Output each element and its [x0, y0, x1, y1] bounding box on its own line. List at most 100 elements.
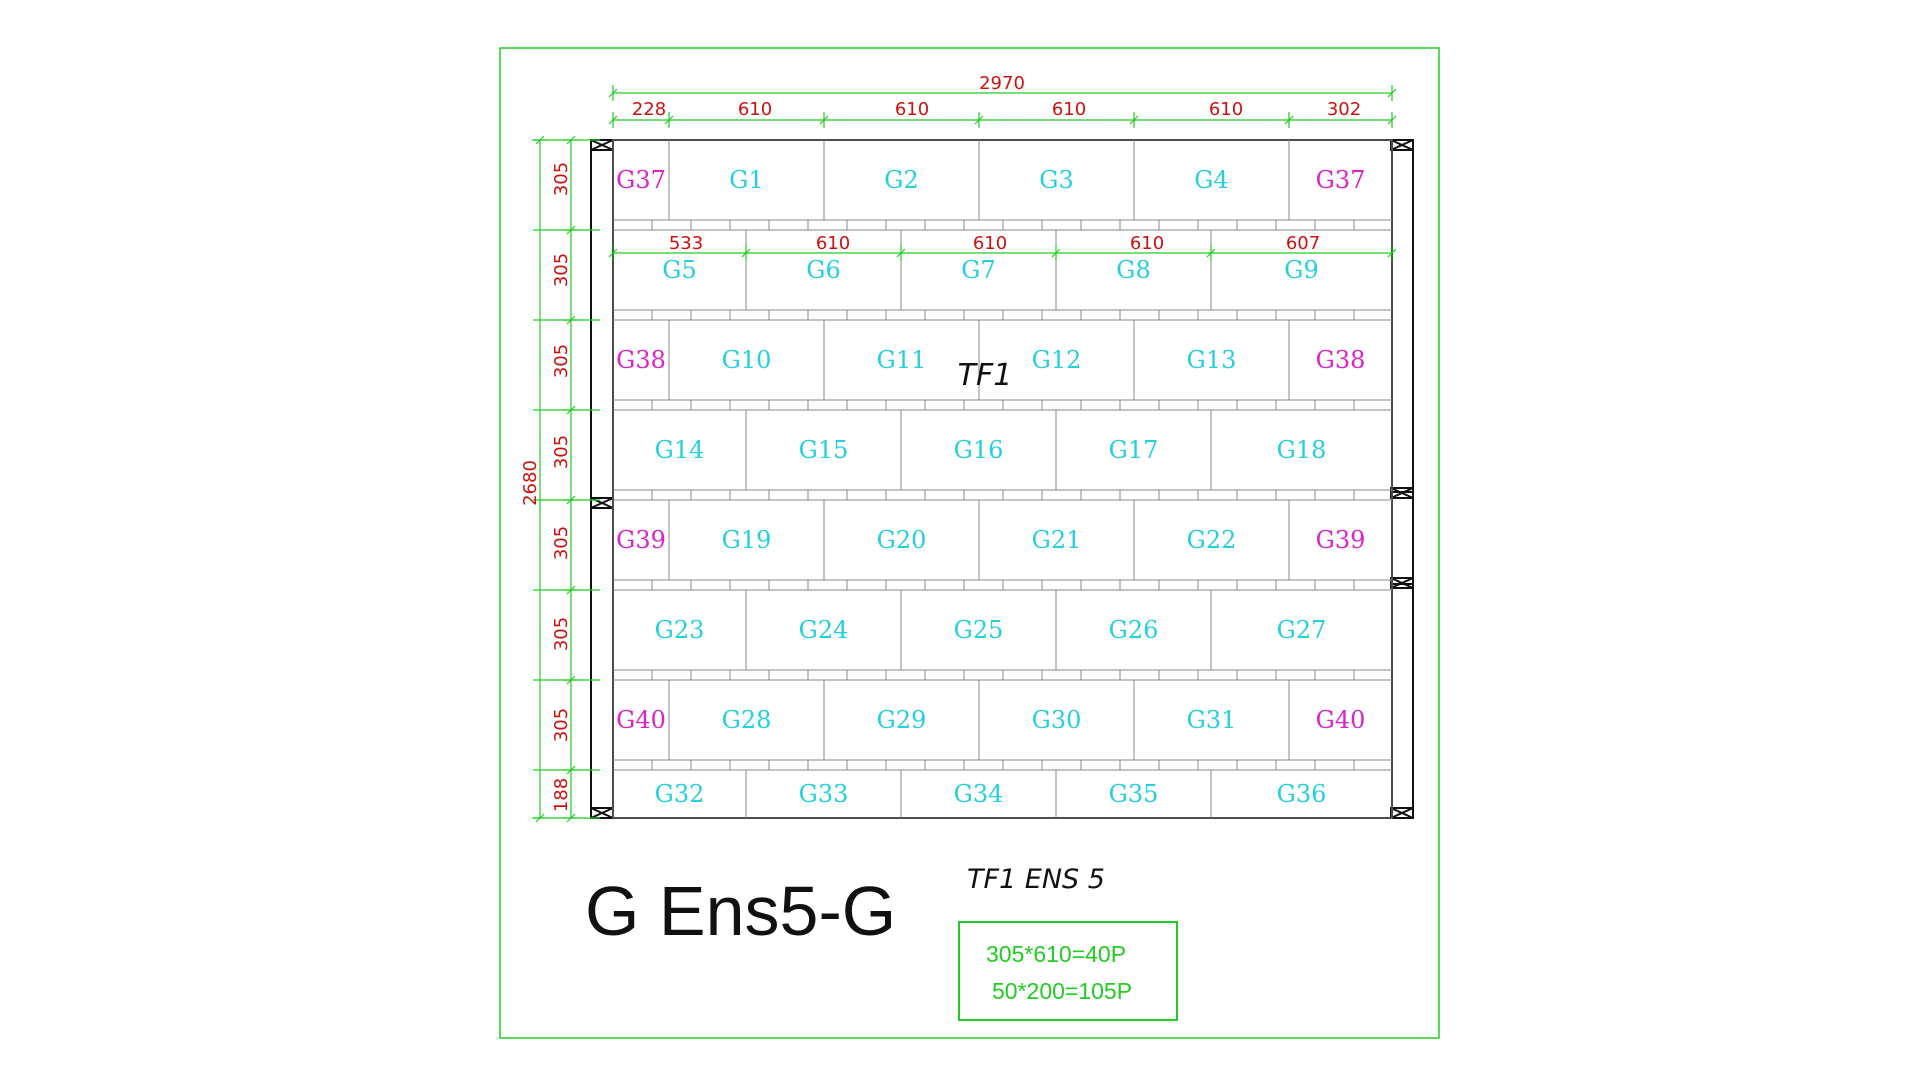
row2-dimension-3: 610 — [973, 233, 1007, 254]
small-tile — [963, 219, 1004, 231]
post-marker — [590, 139, 614, 151]
row2-dimension-2: 610 — [816, 233, 850, 254]
tile-label: G18 — [1277, 436, 1327, 464]
small-tile — [1119, 759, 1160, 771]
small-tile — [690, 309, 731, 321]
small-tile — [1158, 759, 1199, 771]
small-tile — [807, 219, 848, 231]
tile: G24 — [745, 589, 902, 671]
tile: G35 — [1055, 769, 1212, 819]
tile: G30 — [978, 679, 1135, 761]
dimension-tick-slash — [741, 248, 751, 258]
small-tile — [846, 219, 887, 231]
dimension-tick-slash — [664, 115, 674, 125]
tile-label: G21 — [1032, 526, 1082, 554]
tile: G14 — [612, 409, 747, 491]
tile: G39 — [612, 499, 670, 581]
area-label: TF1 — [958, 358, 1013, 393]
small-tile — [768, 309, 809, 321]
small-tile — [924, 399, 965, 411]
small-tile — [1314, 489, 1355, 501]
tile: G9 — [1210, 229, 1393, 311]
top-dimension-4: 610 — [1052, 99, 1086, 120]
tile-label: G34 — [954, 780, 1004, 808]
left-dimension-1: 305 — [551, 162, 572, 196]
small-tile — [1158, 219, 1199, 231]
tile-label: G39 — [1316, 526, 1366, 554]
small-tile — [690, 579, 731, 591]
small-tile — [924, 759, 965, 771]
tile-label: G23 — [655, 616, 705, 644]
small-tile — [846, 669, 887, 681]
small-tile — [807, 669, 848, 681]
tile-label: G19 — [722, 526, 772, 554]
small-tile — [1158, 489, 1199, 501]
small-tile — [768, 219, 809, 231]
small-tile — [729, 219, 770, 231]
small-tile — [1080, 309, 1121, 321]
small-tile — [729, 489, 770, 501]
small-tile — [1197, 309, 1238, 321]
tile-label: G29 — [877, 706, 927, 734]
small-tile — [651, 309, 692, 321]
post-marker — [1390, 807, 1414, 819]
tile: G34 — [900, 769, 1057, 819]
small-tile — [1041, 309, 1082, 321]
tile-label: G1 — [729, 166, 763, 194]
small-tile — [1275, 759, 1316, 771]
small-tile — [1197, 759, 1238, 771]
left-dimension-5: 305 — [551, 526, 572, 560]
small-tile — [729, 579, 770, 591]
small-tile — [729, 669, 770, 681]
post-markers — [590, 139, 1414, 819]
tile: G36 — [1210, 769, 1393, 819]
small-tile — [1314, 669, 1355, 681]
tile-label: G30 — [1032, 706, 1082, 734]
dimension-tick-slash — [1387, 88, 1397, 98]
tile: G23 — [612, 589, 747, 671]
left-dimension-7: 305 — [551, 708, 572, 742]
row2-dimension-4: 610 — [1130, 233, 1164, 254]
small-tile — [651, 399, 692, 411]
small-tile — [1041, 669, 1082, 681]
tile-label: G10 — [722, 346, 772, 374]
small-tile — [807, 399, 848, 411]
tile-label: G35 — [1109, 780, 1159, 808]
small-tile — [768, 399, 809, 411]
small-tile — [846, 309, 887, 321]
left-dimension-8: 188 — [551, 778, 572, 812]
tile: G32 — [612, 769, 747, 819]
small-tile — [1197, 669, 1238, 681]
tile: G38 — [612, 319, 670, 401]
small-tile — [1275, 669, 1316, 681]
tile-label: G38 — [1316, 346, 1366, 374]
tile: G20 — [823, 499, 980, 581]
tile-label: G28 — [722, 706, 772, 734]
small-tile — [612, 219, 653, 231]
post-marker — [590, 807, 614, 819]
small-tile — [1002, 669, 1043, 681]
top-dimension-1: 228 — [632, 99, 666, 120]
dimension-tick-slash — [1129, 115, 1139, 125]
small-tile — [651, 759, 692, 771]
small-tile — [1197, 399, 1238, 411]
small-tile — [1041, 759, 1082, 771]
small-tile — [1353, 399, 1393, 411]
small-tile — [1236, 759, 1277, 771]
small-tile — [1314, 219, 1355, 231]
small-tile — [885, 219, 926, 231]
tile: G40 — [1288, 679, 1393, 761]
top-dimension-5: 610 — [1209, 99, 1243, 120]
small-tile — [1041, 579, 1082, 591]
small-tile — [1119, 489, 1160, 501]
tile: G38 — [1288, 319, 1393, 401]
tile-label: G13 — [1187, 346, 1237, 374]
small-tile — [1236, 399, 1277, 411]
small-tile — [885, 399, 926, 411]
tile: G21 — [978, 499, 1135, 581]
dimension-tick-slash — [896, 248, 906, 258]
dimension-tick-slash — [974, 115, 984, 125]
small-tile — [885, 489, 926, 501]
tile-label: G36 — [1277, 780, 1327, 808]
